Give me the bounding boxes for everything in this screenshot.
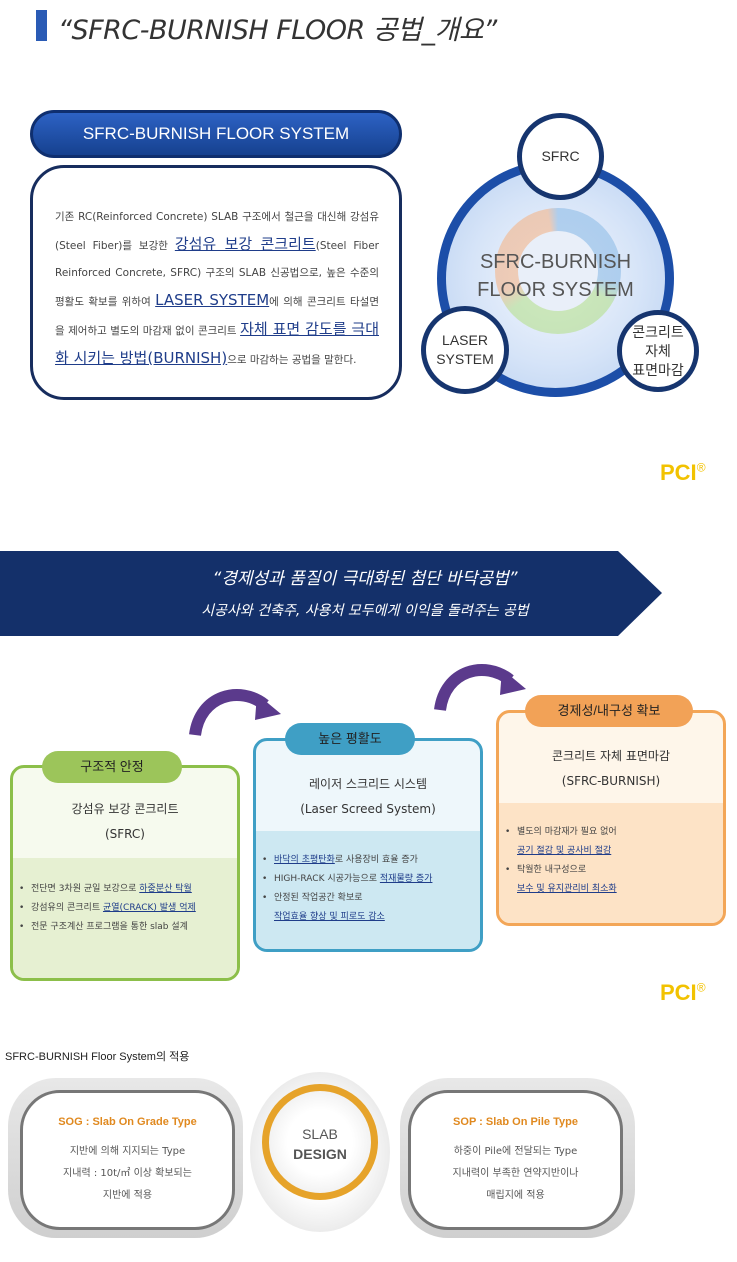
bullet-text: 탁월한 내구성으로 (517, 865, 587, 875)
pci-logo-text: PCI (660, 460, 697, 485)
sop-panel: SOP : Slab On Pile Type 하중이 Pile에 전달되는 T… (408, 1090, 623, 1230)
card-subheading: (SFRC) (104, 827, 145, 841)
pci-logo: PCI® (660, 460, 706, 486)
registered-mark: ® (696, 980, 706, 995)
bullet-highlight: 하중분산 탁월 (139, 884, 192, 894)
bullet-item: HIGH-RACK 시공가능으로 적재물량 증가 (262, 870, 474, 889)
bullet-item: 전단면 3차원 균일 보강으로 하중분산 탁월 (19, 880, 231, 899)
application-section-title: SFRC-BURNISH Floor System의 적용 (5, 1051, 190, 1063)
sop-line: 하중이 Pile에 전달되는 Type (453, 1146, 578, 1157)
self-finish-line: 표면마감 (632, 361, 684, 378)
card-heading: 레이저 스크리드 시스템 (308, 777, 428, 791)
banner-title: “경제성과 품질이 극대화된 첨단 바닥공법” (212, 569, 518, 589)
card-bullet-list: 전단면 3차원 균일 보강으로 하중분산 탁월 강섬유의 콘크리트 균열(CRA… (13, 858, 237, 978)
title-accent-bar (36, 10, 47, 41)
card-pill-label: 높은 평활도 (285, 723, 415, 755)
sop-line: 지내력이 부족한 연약지반이나 (452, 1168, 579, 1179)
registered-mark: ® (696, 460, 706, 475)
bullet-text: HIGH-RACK 시공가능으로 (274, 874, 380, 884)
bullet-highlight: 보수 및 유지관리비 최소화 (517, 884, 617, 894)
bullet-highlight: 작업효율 향상 및 피로도 감소 (274, 912, 385, 922)
bullet-text: 별도의 마감재가 필요 없어 (517, 827, 617, 837)
desc-highlight: 자체 표면 감도를 극대화 시키는 방법(BURNISH) (55, 320, 379, 367)
card-heading: 콘크리트 자체 표면마감 (551, 749, 671, 763)
high-flatness-card: 레이저 스크리드 시스템 (Laser Screed System) 바닥의 초… (253, 738, 483, 952)
description-box: 기존 RC(Reinforced Concrete) SLAB 구조에서 철근을… (30, 165, 402, 400)
sog-title: SOG : Slab On Grade Type (58, 1116, 197, 1128)
card-pill-label: 경제성/내구성 확보 (525, 695, 693, 727)
slab-design-label: SLAB DESIGN (262, 1124, 378, 1164)
self-finish-line: 자체 (645, 342, 671, 359)
laser-circle-line: SYSTEM (436, 351, 494, 367)
desc-text: 으로 마감하는 공법을 말한다. (227, 354, 357, 366)
bullet-item: 바닥의 초평탄화로 사용장비 효율 증가 (262, 851, 474, 870)
slab-label-line: DESIGN (293, 1146, 347, 1162)
page-title: “SFRC-BURNISH FLOOR 공법_개요” (58, 15, 497, 46)
desc-text: 기존 RC(Reinforced Concrete) SLAB 구조에서 철근을… (55, 211, 379, 252)
laser-circle-line: LASER (442, 332, 488, 348)
sog-line: 지반에 적용 (102, 1190, 153, 1201)
bullet-text: 전단면 3차원 균일 보강으로 (31, 884, 140, 894)
card-pill-label: 구조적 안정 (42, 751, 182, 783)
curved-arrow-icon (434, 664, 526, 712)
slab-design-ring (262, 1084, 378, 1200)
card-heading: 강섬유 보강 콘크리트 (71, 802, 179, 816)
bullet-text: 강섬유의 콘크리트 (31, 903, 103, 913)
desc-highlight: 강섬유 보강 콘크리트 (174, 235, 316, 253)
desc-text: (Steel Fiber Reinforced Concrete, SFRC) … (55, 240, 379, 308)
bullet-item: 강섬유의 콘크리트 균열(CRACK) 발생 억제 (19, 899, 231, 918)
bullet-highlight: 적재물량 증가 (379, 874, 433, 884)
self-finish-line: 콘크리트 (632, 323, 684, 340)
system-label-pill: SFRC-BURNISH FLOOR SYSTEM (30, 110, 402, 158)
desc-highlight: LASER SYSTEM (155, 291, 270, 309)
curved-arrow-icon (189, 689, 281, 737)
bullet-item: 전문 구조계산 프로그램을 통한 slab 설계 (19, 918, 231, 937)
card-bullet-list: 바닥의 초평탄화로 사용장비 효율 증가 HIGH-RACK 시공가능으로 적재… (256, 831, 480, 949)
bullet-highlight: 바닥의 초평탄화 (274, 855, 335, 865)
card-subheading: (Laser Screed System) (300, 802, 436, 816)
sfrc-circle: SFRC (517, 113, 604, 200)
sop-title: SOP : Slab On Pile Type (453, 1116, 578, 1128)
sog-panel: SOG : Slab On Grade Type 지반에 의해 지지되는 Typ… (20, 1090, 235, 1230)
pci-logo-text: PCI (660, 980, 697, 1005)
bullet-text: 로 사용장비 효율 증가 (334, 855, 418, 865)
banner-arrow-shape (0, 551, 662, 636)
bullet-text: 안정된 작업공간 확보로 (274, 893, 363, 903)
economy-durability-card: 콘크리트 자체 표면마감 (SFRC-BURNISH) 별도의 마감재가 필요 … (496, 710, 726, 926)
diagram-center-line: FLOOR SYSTEM (477, 279, 634, 301)
slab-label-line: SLAB (302, 1126, 338, 1142)
pci-logo: PCI® (660, 980, 706, 1006)
sog-line: 지반에 의해 지지되는 Type (69, 1146, 186, 1157)
sog-line: 지내력 : 10t/㎡ 이상 확보되는 (63, 1168, 192, 1179)
diagram-center-label: SFRC-BURNISH FLOOR SYSTEM (437, 248, 674, 304)
cycle-arrows-center (518, 231, 598, 311)
diagram-center-line: SFRC-BURNISH (479, 251, 632, 273)
bullet-highlight: 균열(CRACK) 발생 억제 (102, 903, 196, 913)
sfrc-circle-label: SFRC (541, 148, 580, 164)
laser-system-circle: LASER SYSTEM (421, 306, 509, 394)
bullet-highlight: 공기 절감 및 공사비 절감 (517, 846, 612, 856)
bullet-text: 전문 구조계산 프로그램을 통한 slab 설계 (31, 922, 188, 932)
desc-text: 에 의해 콘크리트 타설면을 제어하고 별도의 마감재 없이 콘크리트 (55, 296, 379, 337)
banner-subtitle: 시공사와 건축주, 사용처 모두에게 이익을 돌려주는 공법 (201, 603, 529, 619)
card-subheading: (SFRC-BURNISH) (561, 774, 661, 788)
structure-stability-card: 강섬유 보강 콘크리트 (SFRC) 전단면 3차원 균일 보강으로 하중분산 … (10, 765, 240, 981)
sop-line: 매립지에 적용 (486, 1190, 545, 1201)
